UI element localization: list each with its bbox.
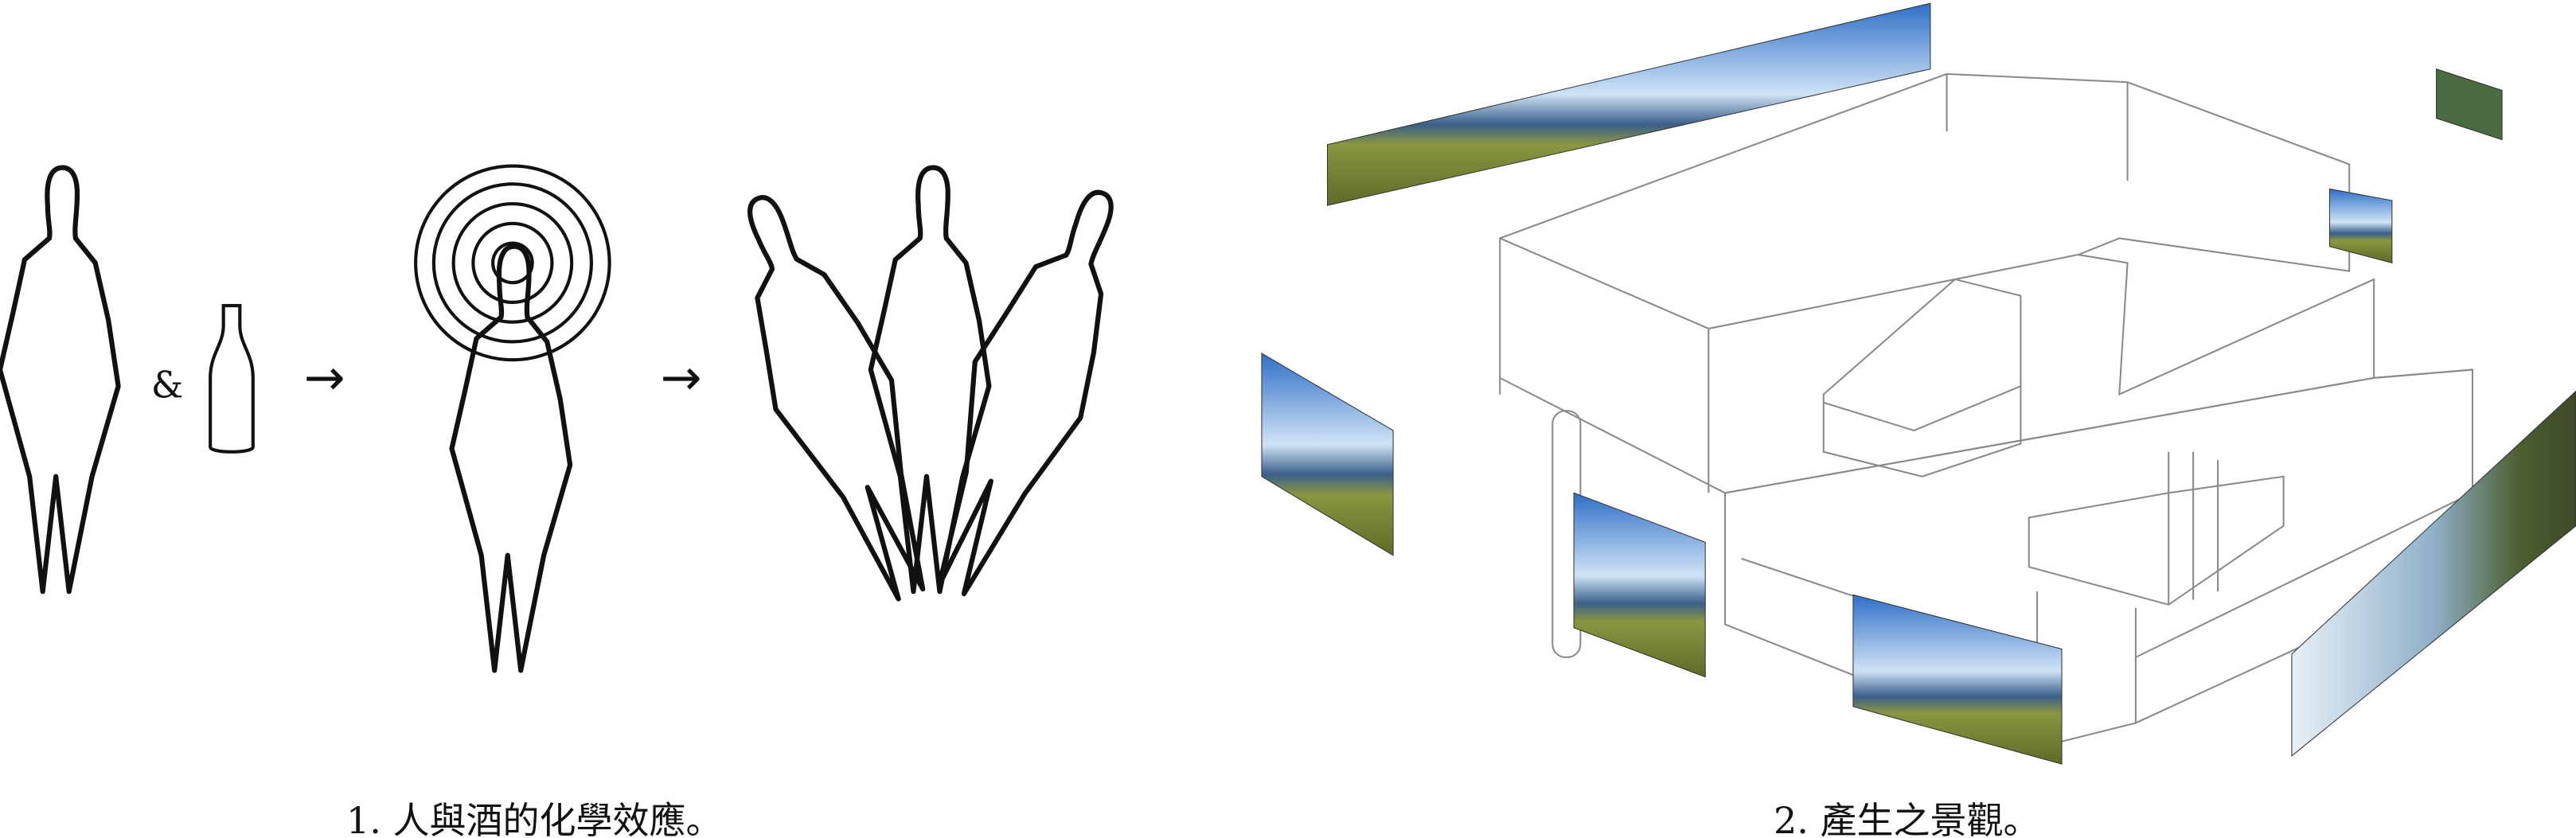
bottle-icon [209, 303, 255, 454]
photo-panel-mid-left [1573, 492, 1706, 678]
ampersand: & [151, 364, 183, 407]
human-figure-multiple [700, 168, 1155, 615]
caption-right: 2. 產生之景觀。 [1774, 799, 2040, 838]
caption-left: 1. 人與酒的化學效應。 [346, 799, 723, 838]
photo-panel-small-top-right [2436, 68, 2503, 141]
photo-panel-right [2291, 390, 2576, 757]
photo-panel-left [1261, 353, 1394, 556]
target-rings-icon [414, 164, 611, 362]
human-figure-intoxicated [452, 247, 571, 671]
photo-panel-mid [1852, 594, 2063, 765]
arrow-2: → [661, 349, 702, 407]
photo-panel-small [2328, 188, 2393, 264]
human-figure [0, 168, 119, 592]
landscape-photo-panels [1261, 2, 2576, 765]
arrow-1: → [304, 349, 345, 407]
photo-panel-top [1327, 2, 1931, 206]
